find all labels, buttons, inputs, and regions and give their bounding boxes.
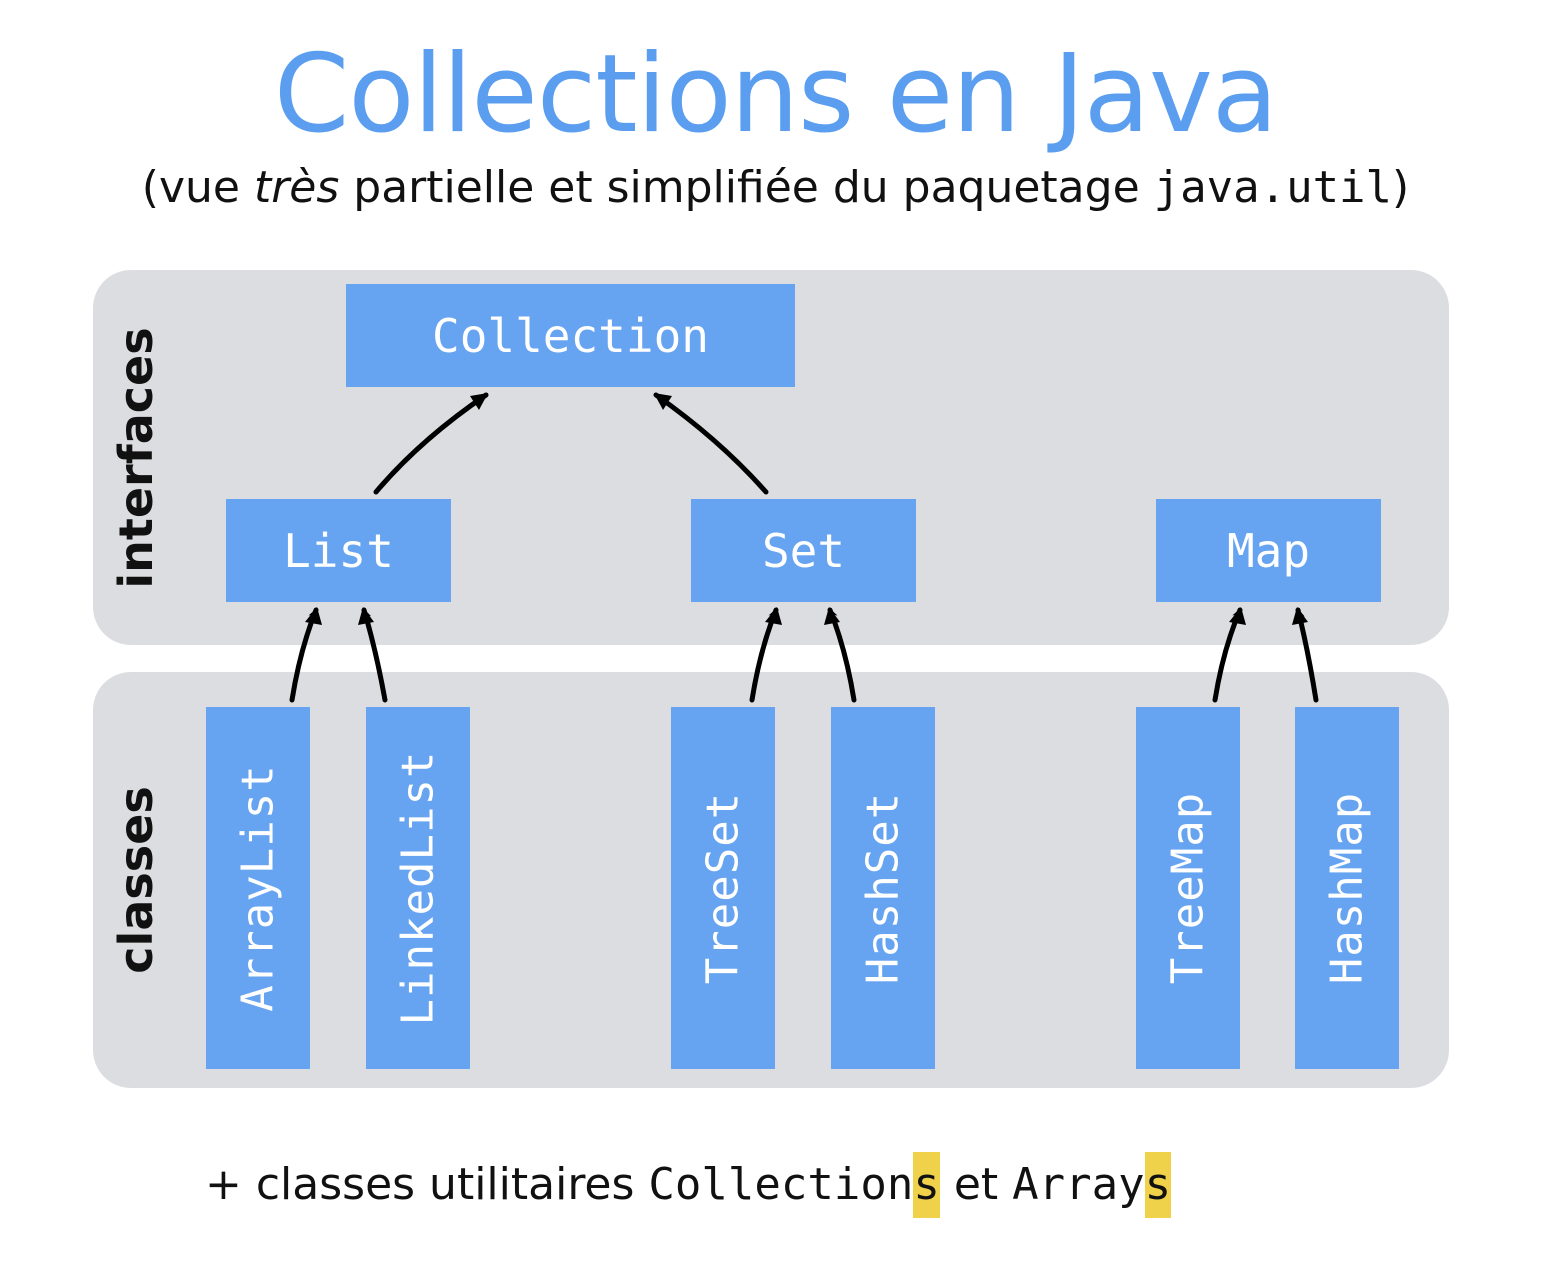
arrow-treeset-to-set (749, 607, 779, 703)
hashset-class-box: HashSet (831, 707, 935, 1069)
collection-interface-box: Collection (346, 284, 795, 387)
footer-collections-base: Collection (648, 1159, 914, 1210)
arrowhead-list-collection (470, 393, 488, 410)
page-title: Collections en Java (273, 32, 1278, 157)
collection-interface-label: Collection (432, 308, 709, 363)
treeset-class-box: TreeSet (671, 707, 775, 1069)
subtitle-package: java.util (1153, 162, 1393, 213)
arrow-arraylist-to-list (289, 607, 319, 703)
arrow-treemap-to-map (1212, 607, 1243, 703)
arrow-linkedlist-to-list (361, 607, 388, 703)
subtitle: (vue très partielle et simplifiée du paq… (0, 158, 1551, 218)
arrowhead-hashset-set (824, 607, 840, 625)
map-interface-box: Map (1156, 499, 1381, 602)
footer-prefix: + classes utilitaires (205, 1159, 649, 1210)
set-interface-label: Set (761, 523, 846, 578)
list-interface-label: List (283, 523, 394, 578)
arrowhead-treemap-map (1229, 607, 1246, 625)
arrowhead-hashmap-map (1292, 607, 1308, 625)
subtitle-close: ) (1392, 162, 1410, 213)
arrow-set-to-collection (653, 392, 769, 495)
subtitle-open: (vue (141, 162, 254, 213)
arrowhead-arraylist-list (305, 607, 322, 625)
footer-conjunction: et (939, 1159, 1013, 1210)
linkedlist-class-box: LinkedList (366, 707, 470, 1069)
arrow-hashmap-to-map (1295, 607, 1319, 703)
list-interface-box: List (226, 499, 451, 602)
set-interface-box: Set (691, 499, 916, 602)
footer-arrays-suffix-highlight: s (1144, 1152, 1172, 1218)
footer-arrays-base: Array (1012, 1159, 1145, 1210)
arrowhead-linkedlist-list (358, 607, 374, 625)
arrowhead-treeset-set (765, 607, 782, 625)
footer-note: + classes utilitaires Collections et Arr… (205, 1152, 1172, 1218)
subtitle-emphasis: très (253, 162, 340, 213)
arrow-hashset-to-set (827, 607, 857, 703)
arrow-list-to-collection (373, 392, 489, 495)
map-interface-label: Map (1226, 523, 1311, 578)
subtitle-middle: partielle et simplifiée du paquetage (339, 162, 1154, 213)
treemap-class-box: TreeMap (1136, 707, 1240, 1069)
arraylist-class-box: ArrayList (206, 707, 310, 1069)
footer-collections-suffix-highlight: s (913, 1152, 940, 1218)
hashmap-class-box: HashMap (1295, 707, 1399, 1069)
arrowhead-set-collection (654, 393, 672, 410)
